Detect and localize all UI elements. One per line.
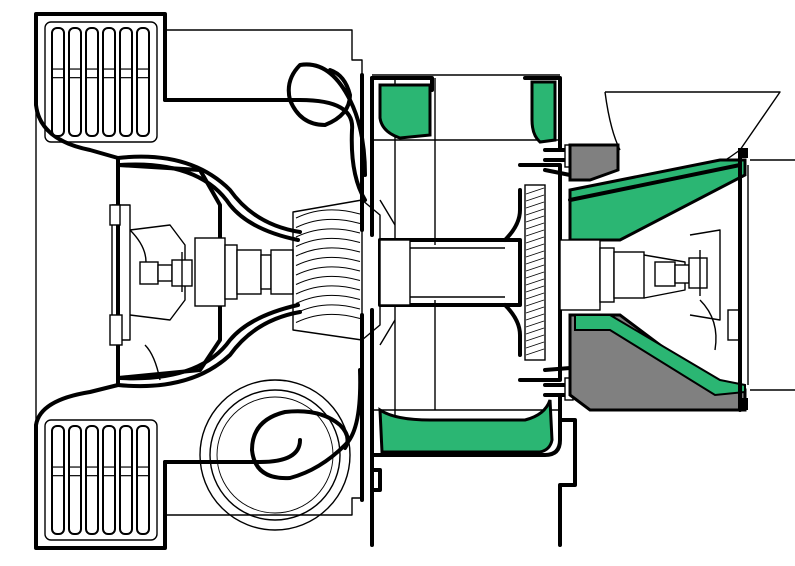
turbine-blade bbox=[295, 275, 361, 285]
compressor-hub bbox=[559, 239, 686, 311]
cooling-fin bbox=[102, 27, 116, 137]
cooling-fin bbox=[119, 425, 133, 535]
turbine-blade bbox=[295, 313, 361, 323]
turbine-blade bbox=[295, 294, 361, 304]
turbine-blade bbox=[295, 304, 361, 314]
compressor-outer-casing bbox=[738, 148, 795, 412]
upper-cooling-fins bbox=[44, 21, 158, 143]
compressor-housing-lower bbox=[568, 313, 747, 412]
turbine-blade bbox=[295, 209, 361, 219]
turbine-blade bbox=[295, 285, 361, 295]
upper-water-jacket-left bbox=[370, 76, 434, 140]
compressor-housing-upper bbox=[568, 143, 747, 242]
compressor-end-bearing bbox=[654, 229, 741, 351]
cooling-fin bbox=[136, 27, 150, 137]
cooling-fin bbox=[68, 27, 82, 137]
cooling-fin bbox=[85, 425, 99, 535]
center-housing bbox=[370, 74, 560, 547]
cooling-fin bbox=[119, 27, 133, 137]
cooling-fin bbox=[51, 27, 65, 137]
turbine-end-nut bbox=[139, 252, 193, 292]
turbine-shaft-bearing bbox=[194, 237, 294, 307]
cooling-fin bbox=[51, 425, 65, 535]
turbine-blade bbox=[295, 218, 361, 228]
cooling-fin bbox=[85, 27, 99, 137]
turbine-blade bbox=[295, 228, 361, 238]
cooling-fin bbox=[102, 425, 116, 535]
lower-cooling-fins bbox=[44, 419, 158, 541]
turbine-blade bbox=[295, 266, 361, 276]
turbine-wheel bbox=[292, 173, 381, 372]
center-flange-seals bbox=[370, 144, 587, 547]
compressor-wheel-backplate bbox=[518, 163, 562, 382]
turbine-blade bbox=[295, 247, 361, 257]
turbine-blade bbox=[295, 256, 361, 266]
cooling-fin bbox=[68, 425, 82, 535]
cooling-fin bbox=[136, 425, 150, 535]
main-shaft bbox=[378, 188, 522, 357]
turbine-blade bbox=[295, 237, 361, 247]
lower-water-jacket bbox=[370, 393, 562, 457]
upper-water-jacket-right bbox=[523, 76, 562, 152]
